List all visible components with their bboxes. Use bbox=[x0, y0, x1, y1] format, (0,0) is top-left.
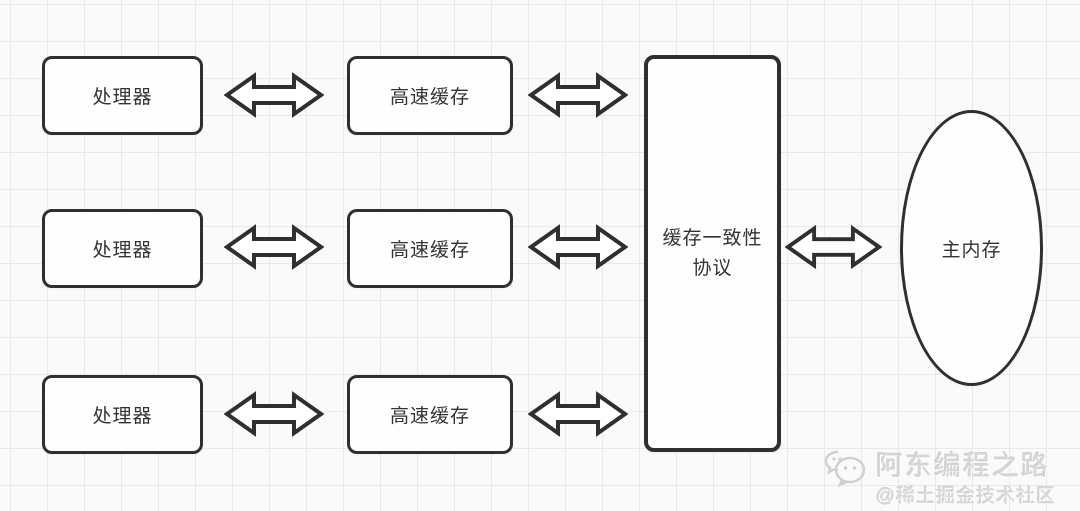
processor-node-1: 处理器 bbox=[42, 56, 203, 135]
watermark-text: 阿东编程之路 @稀土掘金技术社区 bbox=[876, 444, 1056, 508]
processor-node-3: 处理器 bbox=[42, 375, 203, 454]
processor-label: 处理器 bbox=[92, 87, 153, 108]
watermark-brand: 阿东编程之路 bbox=[876, 451, 1050, 481]
processor-label: 处理器 bbox=[92, 240, 153, 261]
main-memory-label: 主内存 bbox=[941, 239, 1002, 261]
watermark-community: @稀土掘金技术社区 bbox=[876, 486, 1057, 507]
processor-node-2: 处理器 bbox=[42, 209, 203, 288]
watermark: 阿东编程之路 @稀土掘金技术社区 bbox=[824, 444, 1056, 508]
cache-label: 高速缓存 bbox=[389, 240, 470, 261]
double-arrow-icon bbox=[528, 72, 628, 118]
cache-node-1: 高速缓存 bbox=[347, 56, 513, 135]
double-arrow-processor1-cache1 bbox=[224, 72, 324, 118]
double-arrow-icon bbox=[224, 72, 324, 118]
cache-node-3: 高速缓存 bbox=[347, 375, 513, 454]
coherence-protocol-label: 缓存一致性 协议 bbox=[662, 228, 763, 279]
double-arrow-icon bbox=[528, 391, 628, 437]
cache-label: 高速缓存 bbox=[389, 406, 470, 427]
double-arrow-icon bbox=[785, 224, 882, 270]
double-arrow-cache1-protocol bbox=[528, 72, 628, 118]
coherence-protocol-node: 缓存一致性 协议 bbox=[644, 55, 781, 452]
main-memory-node: 主内存 bbox=[900, 110, 1043, 386]
double-arrow-icon bbox=[224, 391, 324, 437]
cache-label: 高速缓存 bbox=[389, 87, 470, 108]
double-arrow-processor3-cache3 bbox=[224, 391, 324, 437]
double-arrow-processor2-cache2 bbox=[224, 224, 324, 270]
double-arrow-cache2-protocol bbox=[528, 224, 628, 270]
double-arrow-icon bbox=[528, 224, 628, 270]
processor-label: 处理器 bbox=[92, 406, 153, 427]
double-arrow-cache3-protocol bbox=[528, 391, 628, 437]
cache-node-2: 高速缓存 bbox=[347, 209, 513, 288]
wechat-chat-bubbles-icon bbox=[824, 450, 866, 488]
double-arrow-protocol-memory bbox=[785, 224, 882, 270]
double-arrow-icon bbox=[224, 224, 324, 270]
